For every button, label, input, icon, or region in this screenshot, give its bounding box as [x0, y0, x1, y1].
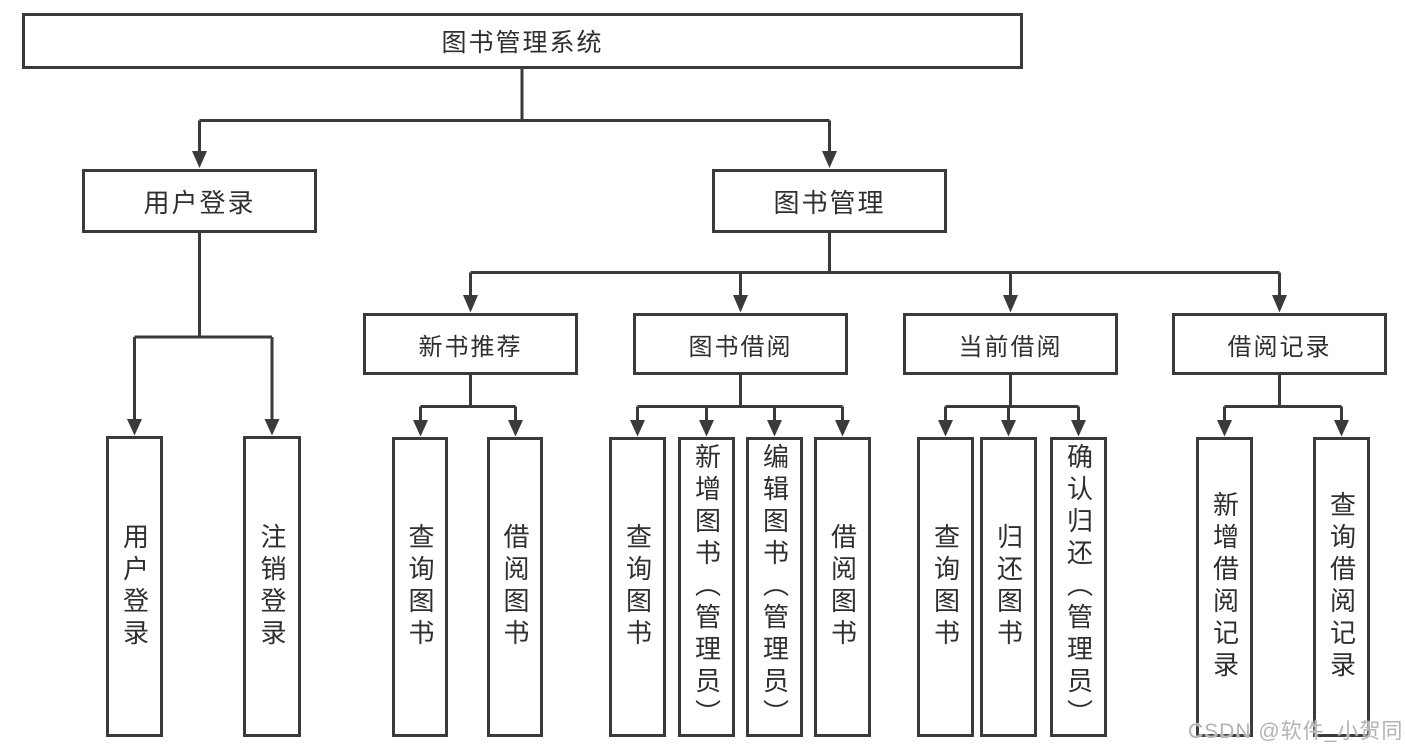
node-library-management-system: 图书管理系统 — [22, 13, 1023, 69]
leaf-query-borrow-record: 查询借阅记录 — [1313, 437, 1370, 737]
node-label: 查询图书 — [622, 523, 653, 651]
leaf-logout: 注销登录 — [243, 436, 301, 737]
node-label: 借阅图书 — [827, 523, 858, 651]
node-user-login: 用户登录 — [82, 169, 317, 233]
leaf-confirm-return-admin: 确认归还（管理员） — [1050, 437, 1107, 737]
node-borrowing-records: 借阅记录 — [1172, 313, 1387, 375]
node-label: 借阅图书 — [500, 523, 530, 651]
node-label: 查询图书 — [405, 523, 435, 651]
node-label: 查询借阅记录 — [1326, 491, 1357, 683]
node-label: 图书管理系统 — [441, 29, 604, 57]
node-label: 确认归还（管理员） — [1063, 443, 1094, 731]
leaf-borrow-books: 借阅图书 — [487, 437, 543, 737]
node-book-management: 图书管理 — [712, 169, 947, 233]
leaf-query-books: 查询图书 — [392, 437, 448, 737]
csdn-watermark: CSDN @软件_小贺同学 — [1188, 720, 1405, 743]
leaf-add-borrow-record: 新增借阅记录 — [1196, 437, 1253, 737]
node-book-borrowing: 图书借阅 — [633, 313, 848, 375]
node-label: 注销登录 — [257, 522, 287, 651]
node-new-book-recommendation: 新书推荐 — [363, 313, 578, 375]
node-label: 查询图书 — [930, 523, 961, 651]
node-label: 借阅记录 — [1227, 333, 1332, 361]
leaf-borrow-books: 借阅图书 — [814, 437, 871, 737]
node-label: 编辑图书（管理员） — [759, 443, 790, 731]
leaf-query-books: 查询图书 — [917, 437, 974, 737]
leaf-edit-books-admin: 编辑图书（管理员） — [746, 437, 803, 737]
node-label: 新增图书（管理员） — [691, 443, 722, 731]
arrowheads — [127, 151, 1349, 437]
node-label: 用户登录 — [119, 522, 150, 651]
node-label: 用户登录 — [143, 187, 256, 218]
node-label: 图书管理 — [773, 187, 886, 218]
node-label: 新增借阅记录 — [1209, 491, 1240, 683]
node-label: 当前借阅 — [958, 333, 1063, 361]
leaf-add-books-admin: 新增图书（管理员） — [678, 437, 735, 737]
leaf-user-login: 用户登录 — [106, 436, 163, 737]
node-current-borrowing: 当前借阅 — [903, 313, 1118, 375]
node-label: 图书借阅 — [688, 333, 793, 361]
leaf-query-books: 查询图书 — [609, 437, 666, 737]
leaf-return-books: 归还图书 — [980, 437, 1037, 737]
node-label: 新书推荐 — [418, 333, 523, 361]
node-label: 归还图书 — [993, 523, 1024, 651]
